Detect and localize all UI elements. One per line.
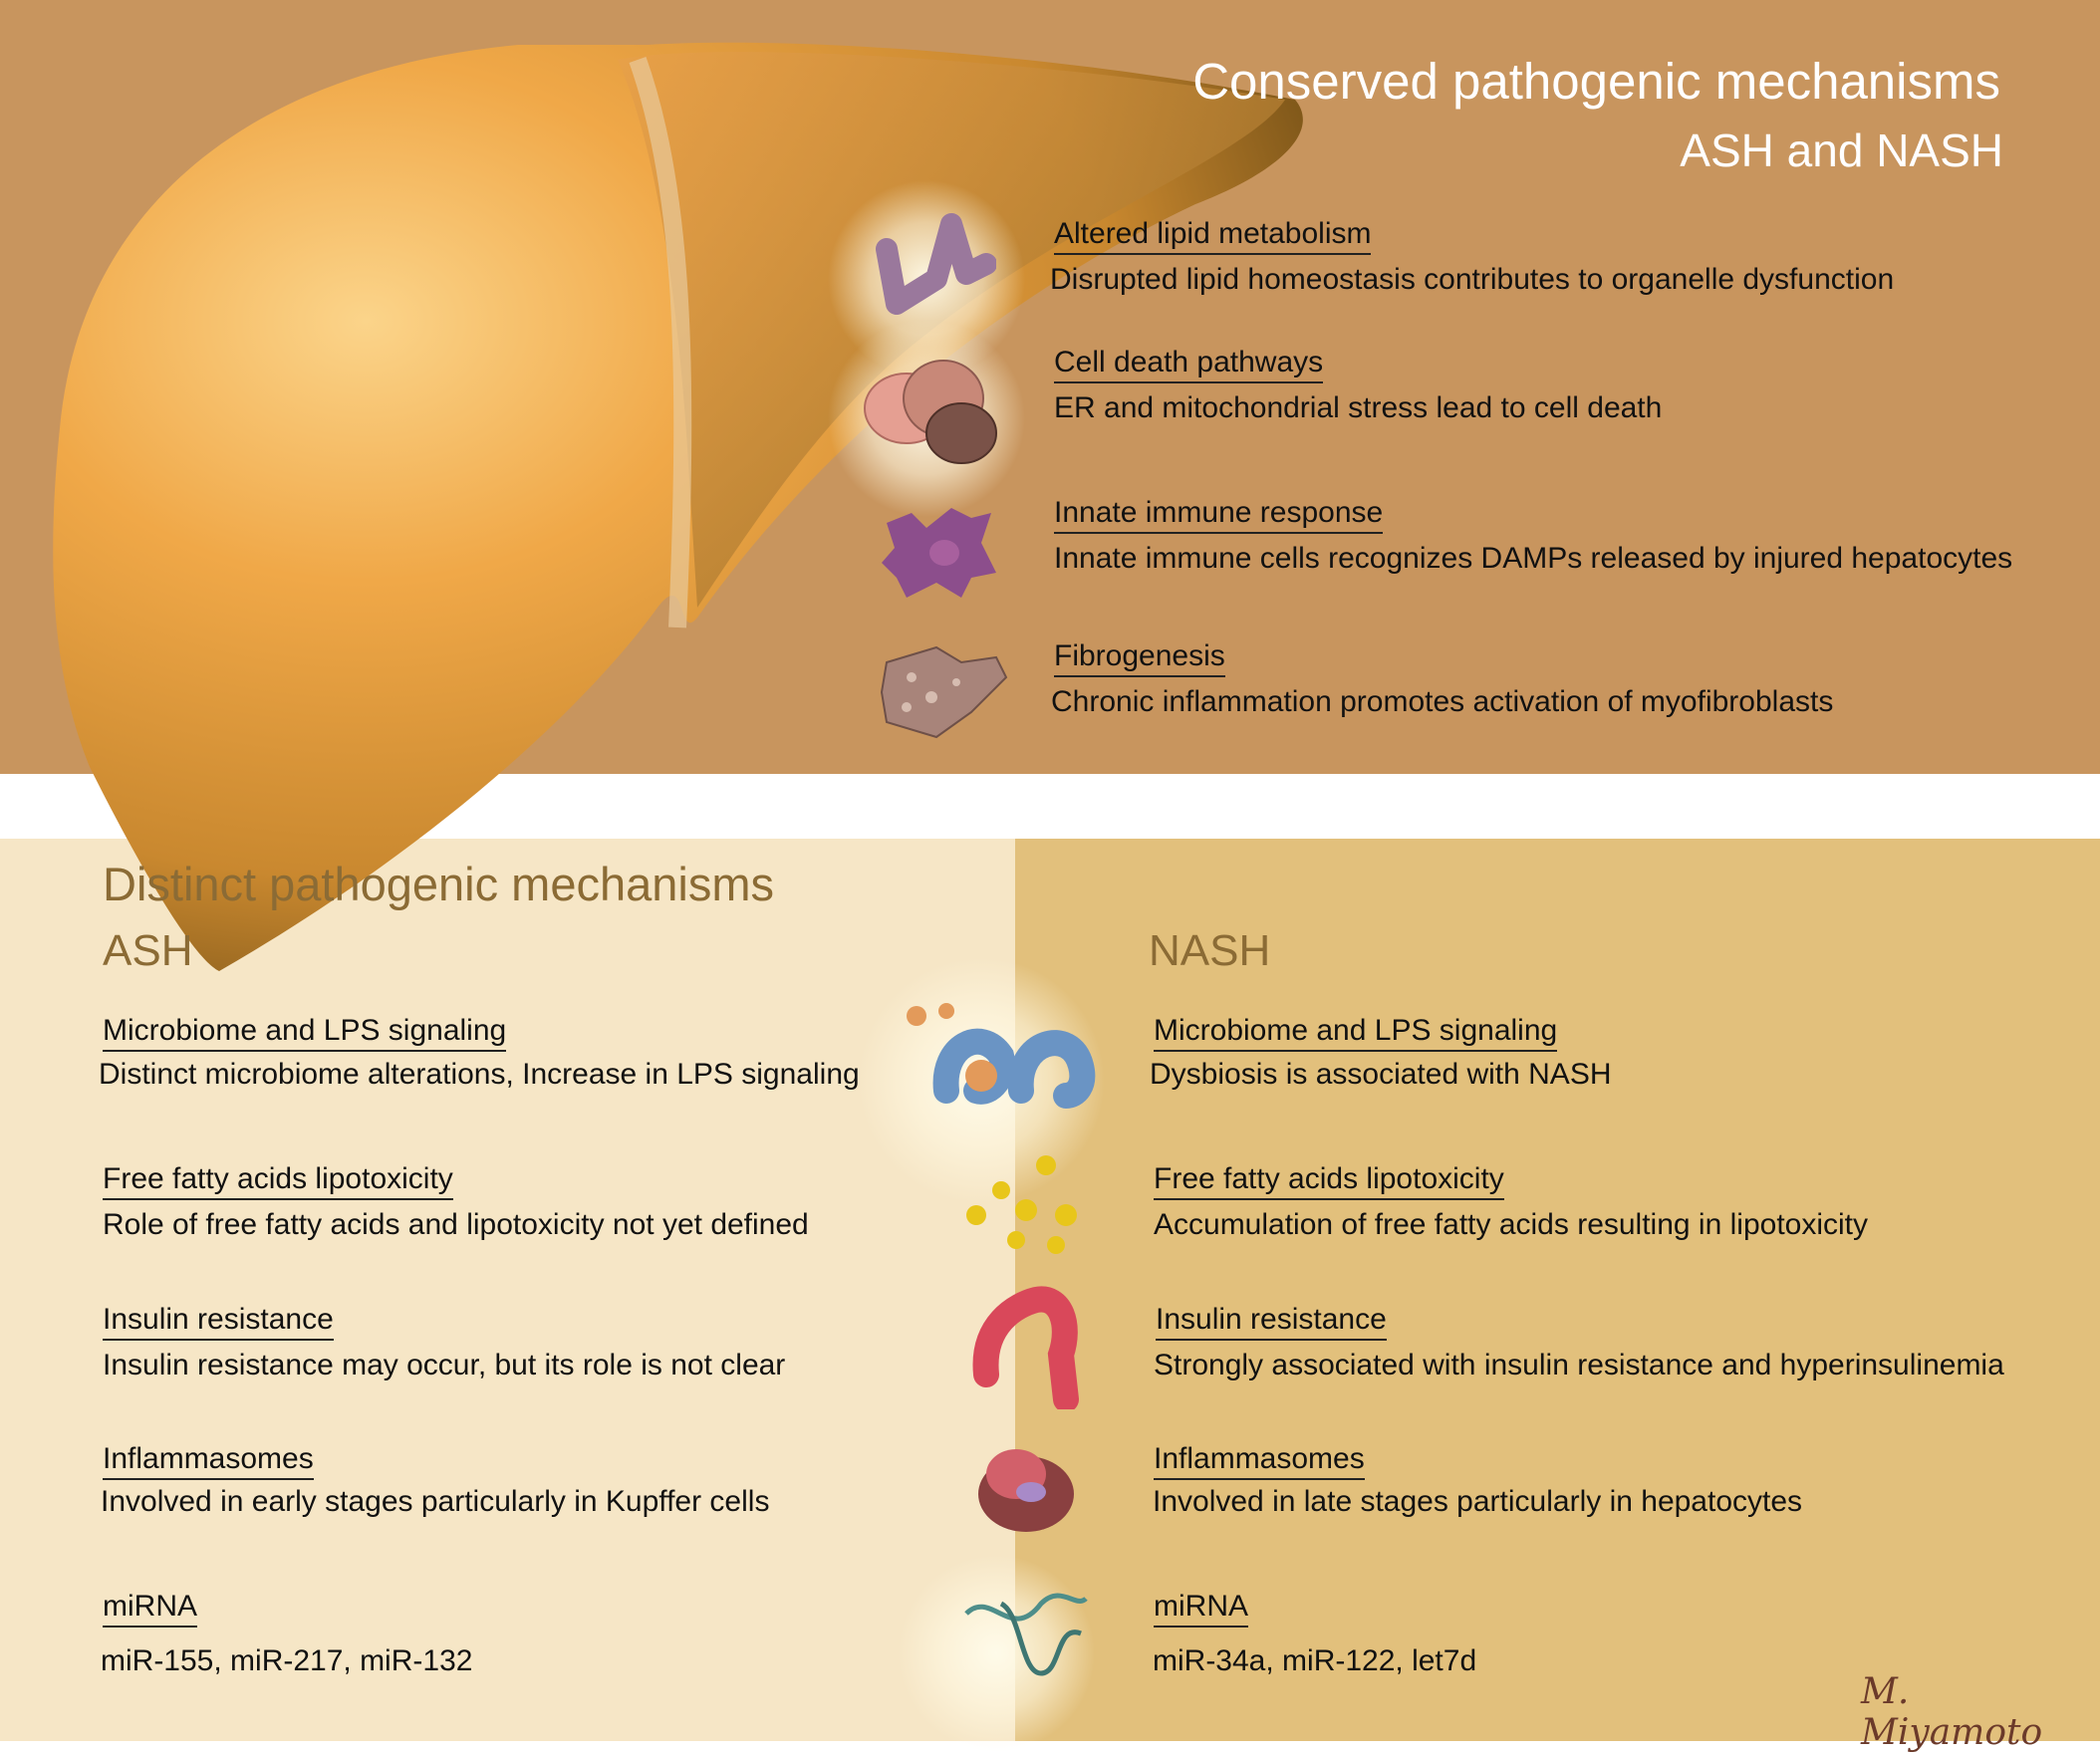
conserved-heading: Cell death pathways [1054, 346, 1324, 383]
nash-description: Involved in late stages particularly in … [1153, 1485, 1803, 1518]
distinct-title: Distinct pathogenic mechanisms [103, 858, 774, 910]
conserved-heading: Altered lipid metabolism [1054, 217, 1372, 255]
conserved-title: Conserved pathogenic mechanisms [1192, 53, 2000, 110]
lipid-molecule-icon [876, 213, 996, 315]
conserved-description: Innate immune cells recognizes DAMPs rel… [1054, 542, 2013, 575]
nash-heading: Insulin resistance [1156, 1303, 1387, 1341]
fatty-acids-icon [966, 1155, 1077, 1254]
dying-cells-icon [864, 360, 997, 464]
nash-description: Accumulation of free fatty acids resulti… [1154, 1208, 1868, 1241]
ash-description: Involved in early stages particularly in… [101, 1485, 770, 1518]
glow [897, 1554, 1096, 1753]
ash-description: Distinct microbiome alterations, Increas… [99, 1058, 860, 1091]
conserved-description: Chronic inflammation promotes activation… [1051, 685, 1834, 718]
nash-description: Dysbiosis is associated with NASH [1150, 1058, 1612, 1091]
conserved-heading: Fibrogenesis [1054, 639, 1225, 677]
ash-label: ASH [103, 926, 193, 975]
ash-description: Role of free fatty acids and lipotoxicit… [103, 1208, 809, 1241]
conserved-subtitle: ASH and NASH [1680, 125, 2003, 176]
ash-heading: Free fatty acids lipotoxicity [103, 1162, 453, 1200]
ash-description: miR-155, miR-217, miR-132 [101, 1644, 473, 1677]
conserved-description: ER and mitochondrial stress lead to cell… [1054, 391, 1663, 424]
ash-heading: miRNA [103, 1590, 197, 1628]
insulin-receptor-icon [972, 1286, 1079, 1409]
nash-heading: Free fatty acids lipotoxicity [1154, 1162, 1504, 1200]
ash-description: Insulin resistance may occur, but its ro… [103, 1349, 786, 1381]
conserved-description: Disrupted lipid homeostasis contributes … [1050, 263, 1895, 296]
nash-heading: Microbiome and LPS signaling [1154, 1014, 1558, 1052]
nash-description: miR-34a, miR-122, let7d [1153, 1644, 1477, 1677]
nash-description: Strongly associated with insulin resista… [1154, 1349, 2004, 1381]
ash-heading: Microbiome and LPS signaling [103, 1014, 507, 1052]
fibrotic-tissue-icon [880, 645, 1008, 739]
nash-heading: Inflammasomes [1154, 1442, 1365, 1480]
ash-panel [0, 839, 1015, 1741]
microbiome-lps-icon [907, 1003, 1096, 1109]
ash-heading: Inflammasomes [103, 1442, 314, 1480]
nash-heading: miRNA [1154, 1590, 1248, 1628]
ash-heading: Insulin resistance [103, 1303, 334, 1341]
nash-label: NASH [1149, 926, 1271, 975]
mirna-icon [964, 1593, 1088, 1676]
inflammasome-icon [978, 1449, 1074, 1532]
conserved-heading: Innate immune response [1054, 496, 1384, 534]
nash-panel [1015, 839, 2100, 1741]
immune-cell-icon [882, 508, 996, 598]
